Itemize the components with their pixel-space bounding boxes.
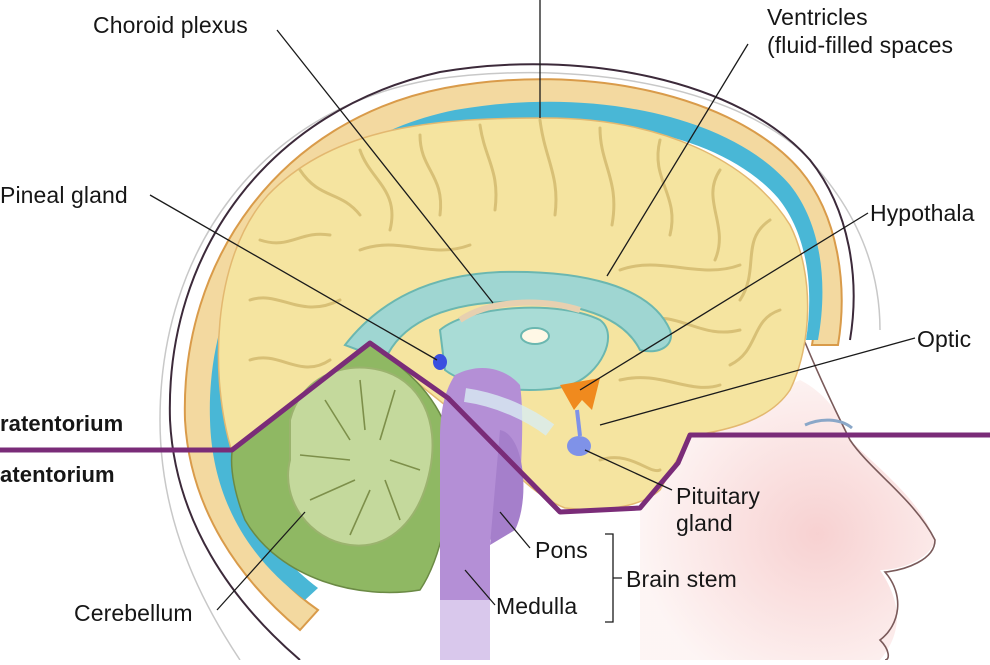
label-pons: Pons xyxy=(535,537,588,563)
label-choroid-plexus: Choroid plexus xyxy=(93,12,248,38)
brain-stem-bracket xyxy=(605,533,622,623)
spinal-cord xyxy=(440,600,490,660)
scalp-outline xyxy=(159,71,881,661)
label-brain-stem: Brain stem xyxy=(626,566,737,592)
pituitary-gland xyxy=(567,436,591,456)
leader-lines xyxy=(149,0,916,611)
midbrain-aqueduct xyxy=(463,388,555,436)
leader-pituitary xyxy=(584,449,673,491)
pons-bulge xyxy=(490,430,524,545)
brainstem xyxy=(440,367,523,600)
leader-choroid-plexus xyxy=(276,29,494,304)
cerebellum-folia xyxy=(299,379,421,536)
label-infratentorium: atentorium xyxy=(0,462,115,487)
label-medulla: Medulla xyxy=(496,593,578,619)
leader-pineal-gland xyxy=(149,194,438,361)
leader-pons xyxy=(499,511,531,549)
leader-optic xyxy=(599,337,916,426)
hypothalamus xyxy=(560,378,600,410)
face-skin xyxy=(640,380,935,660)
tentorium-line xyxy=(0,340,990,515)
label-ventricles: Ventricles xyxy=(767,4,868,30)
massa-intermedia xyxy=(520,327,550,345)
leader-hypothalamus xyxy=(579,212,869,391)
leader-cerebellum xyxy=(216,511,306,611)
skull-outer-line xyxy=(168,63,855,661)
label-optic: Optic xyxy=(917,326,972,352)
label-hypothalamus: Hypothala xyxy=(870,200,975,226)
label-pituitary: Pituitary xyxy=(676,483,760,509)
label-pituitary-gland: gland xyxy=(676,510,733,536)
choroid-plexus xyxy=(458,299,581,323)
eye xyxy=(804,418,853,430)
cerebellum-arbor xyxy=(287,366,434,547)
lateral-ventricle xyxy=(343,270,672,362)
label-ventricles-detail: (fluid-filled spaces xyxy=(767,32,954,58)
pituitary-stalk xyxy=(575,409,582,437)
pineal-gland xyxy=(433,354,447,370)
leader-ventricles xyxy=(606,43,749,277)
label-cerebellum: Cerebellum xyxy=(74,600,193,626)
label-pineal-gland: Pineal gland xyxy=(0,182,128,208)
label-supratentorium: ratentorium xyxy=(0,411,124,436)
face-profile xyxy=(799,329,936,661)
leader-medulla xyxy=(464,569,496,606)
